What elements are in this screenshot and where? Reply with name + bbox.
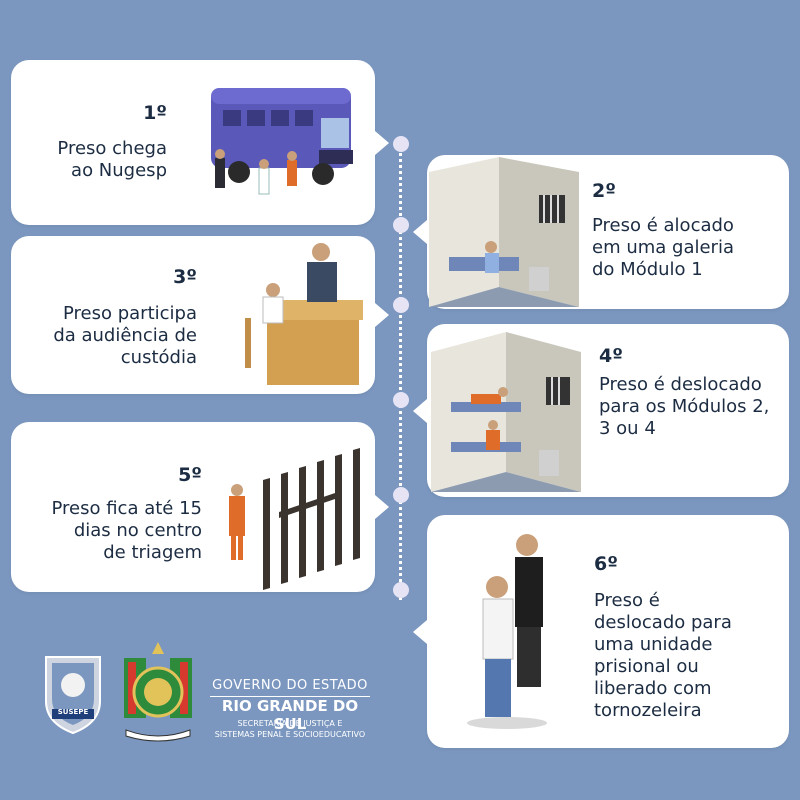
step-text: Preso é deslocado para uma unidade prisi… bbox=[594, 590, 732, 721]
step-text: Preso chega ao Nugesp bbox=[57, 138, 167, 181]
card-pointer bbox=[375, 303, 389, 327]
step-text: Preso fica até 15 dias no centro de tria… bbox=[51, 498, 202, 563]
step-number: 5º bbox=[178, 464, 202, 486]
susepe-badge: SUSEPE bbox=[40, 653, 106, 735]
step-text: Preso participa da audiência de custódia bbox=[53, 303, 197, 368]
timeline-dot-2 bbox=[393, 217, 409, 233]
bunk-cell-illustration bbox=[431, 332, 581, 492]
timeline-dot-3 bbox=[393, 297, 409, 313]
step-number: 4º bbox=[599, 345, 623, 367]
people-illustration bbox=[467, 534, 547, 729]
step-text: Preso é deslocado para os Módulos 2, 3 o… bbox=[599, 374, 770, 439]
timeline-line bbox=[399, 140, 402, 600]
card-pointer bbox=[413, 619, 427, 644]
step-card-5: 5º Preso fica até 15 dias no centro de t… bbox=[11, 422, 389, 592]
state-coat-of-arms bbox=[118, 638, 198, 746]
badge-label: SUSEPE bbox=[57, 708, 89, 716]
footer-government-line1: GOVERNO DO ESTADO bbox=[212, 678, 368, 693]
step-text: Preso é alocado em uma galeria do Módulo… bbox=[592, 215, 734, 280]
footer-divider bbox=[210, 696, 370, 697]
court-illustration bbox=[245, 243, 363, 385]
footer-state-name: RIO GRANDE DO SUL bbox=[221, 697, 359, 733]
step-card-2: 2º Preso é alocado em uma galeria do Mód… bbox=[413, 155, 789, 309]
timeline-dot-4 bbox=[393, 392, 409, 408]
timeline-dot-1 bbox=[393, 136, 409, 152]
bus-illustration bbox=[211, 88, 353, 195]
bars-illustration bbox=[229, 448, 360, 590]
footer-secretary-line1: SECRETARIA DE JUSTIÇA E bbox=[237, 719, 343, 728]
timeline-dot-5 bbox=[393, 487, 409, 503]
step-number: 1º bbox=[143, 102, 167, 124]
step-card-1: 1º Preso chega ao Nugesp bbox=[11, 60, 389, 225]
step-card-4: 4º Preso é deslocado para os Módulos 2, … bbox=[413, 324, 789, 497]
step-card-3: 3º Preso participa da audiência de custó… bbox=[11, 236, 389, 394]
coat-of-arms-icon bbox=[124, 642, 192, 742]
timeline-dot-6 bbox=[393, 582, 409, 598]
card-pointer bbox=[413, 220, 427, 244]
cell-illustration bbox=[429, 157, 579, 307]
step-number: 2º bbox=[592, 180, 616, 202]
footer-secretary-line2: SISTEMAS PENAL E SOCIOEDUCATIVO bbox=[214, 730, 366, 739]
step-card-6: 6º Preso é deslocado para uma unidade pr… bbox=[413, 515, 789, 748]
card-pointer bbox=[375, 130, 389, 155]
card-pointer bbox=[413, 398, 427, 423]
badge-shield-icon bbox=[45, 656, 101, 735]
card-pointer bbox=[375, 495, 389, 519]
step-number: 3º bbox=[173, 266, 197, 288]
step-number: 6º bbox=[594, 553, 618, 575]
